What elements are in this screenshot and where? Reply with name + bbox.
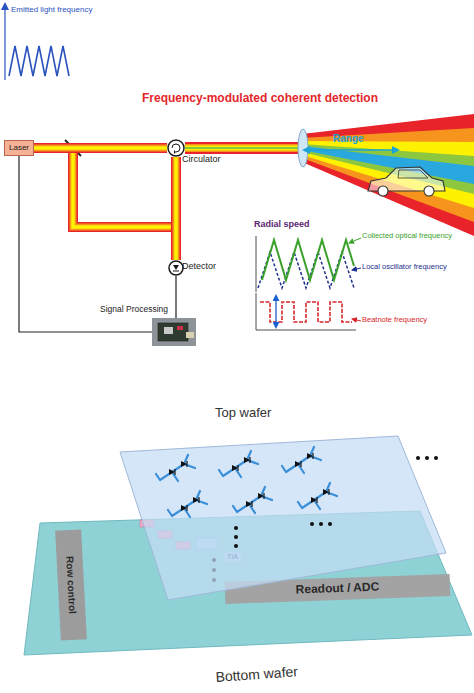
triangle-wave	[9, 46, 69, 76]
beam-layer	[185, 147, 302, 149]
connector-line	[34, 148, 176, 260]
fan-layer	[302, 114, 474, 236]
connector-line	[171, 157, 181, 260]
connector-line	[34, 146, 167, 150]
connector-line	[34, 148, 176, 260]
ellipsis-dot	[234, 526, 238, 530]
annotation-label: Collected optical frequency	[362, 232, 452, 241]
circulator-symbol: Circulator	[167, 139, 185, 157]
leader-line	[349, 238, 361, 243]
top-wafer: Top wafer	[110, 432, 450, 604]
detector-symbol: Detector	[168, 260, 184, 276]
chip	[164, 327, 173, 334]
car-outline	[368, 167, 445, 196]
annotation-label: Radial speed	[254, 219, 310, 229]
beam-layer	[185, 146, 302, 151]
signal-processing-board: Signal Processing	[152, 318, 196, 346]
circuit-board	[158, 323, 188, 341]
node-label: Circulator	[182, 154, 221, 164]
connector	[34, 148, 176, 260]
photo-frame	[152, 318, 196, 346]
connector-line	[174, 157, 178, 260]
annotation-label: Emitted light frequency	[11, 5, 92, 14]
connector-pins	[186, 332, 194, 338]
ellipsis-dot	[234, 535, 238, 539]
amplitude-arrow	[275, 296, 276, 327]
annotation-label: Range	[333, 133, 364, 145]
connector	[176, 276, 177, 318]
circulator-arrowhead	[174, 150, 176, 154]
annotation-label: Local oscillator frequency	[362, 263, 447, 272]
beam-layer	[185, 142, 302, 154]
plot-axis	[256, 236, 257, 292]
node-label: Detector	[182, 261, 216, 271]
ellipsis-dot	[310, 522, 314, 526]
beatnote-wave	[260, 302, 352, 322]
car-window	[398, 170, 428, 178]
connector-line	[34, 145, 167, 152]
detector-diode	[173, 265, 179, 270]
ellipsis-dot	[234, 544, 238, 548]
detector-bar	[173, 271, 179, 272]
node-label: Signal Processing	[100, 305, 168, 315]
collected-wave	[262, 240, 354, 280]
annotation-label: Beatnote frequency	[362, 316, 427, 325]
fan-layer	[302, 144, 474, 194]
ellipsis-dot	[328, 522, 332, 526]
range-arrow	[304, 149, 398, 151]
connector-line	[173, 157, 180, 260]
lens	[298, 129, 308, 167]
fan-layer	[302, 128, 474, 222]
plot-axis	[256, 330, 356, 331]
beam-layer	[185, 144, 302, 152]
node-outline	[152, 318, 196, 346]
wafer-outline	[24, 511, 472, 655]
connector-line	[34, 143, 167, 153]
ellipsis-dot	[319, 522, 323, 526]
node-label: Bottom wafer	[215, 663, 298, 685]
leader-line	[352, 268, 361, 270]
beam-fan	[302, 114, 474, 236]
component	[177, 326, 183, 330]
laser-box: Laser	[4, 140, 34, 156]
connector-line	[175, 276, 176, 318]
symbol-circle	[169, 261, 183, 275]
car-wheel	[378, 186, 388, 196]
node-label: Laser	[5, 141, 33, 155]
frequency-axis	[4, 6, 5, 80]
plot-axis	[256, 293, 257, 330]
output-beam	[185, 148, 302, 149]
ellipsis-dot	[416, 456, 420, 460]
connector-line	[34, 148, 176, 260]
fan-layer	[302, 141, 474, 208]
node-label: Top wafer	[215, 406, 271, 421]
connector	[176, 157, 177, 260]
node-label: Row control	[64, 556, 79, 614]
car-wheel	[424, 186, 434, 196]
circulator-arc	[172, 144, 180, 152]
leader-line	[352, 319, 361, 321]
symbol-circle	[168, 140, 184, 156]
diagram-title: Frequency-modulated coherent detection	[100, 92, 420, 106]
ellipsis-dot	[434, 456, 438, 460]
connector	[34, 148, 167, 149]
ellipsis-dot	[425, 456, 429, 460]
node-outline	[110, 432, 450, 604]
node-outline	[168, 260, 184, 276]
